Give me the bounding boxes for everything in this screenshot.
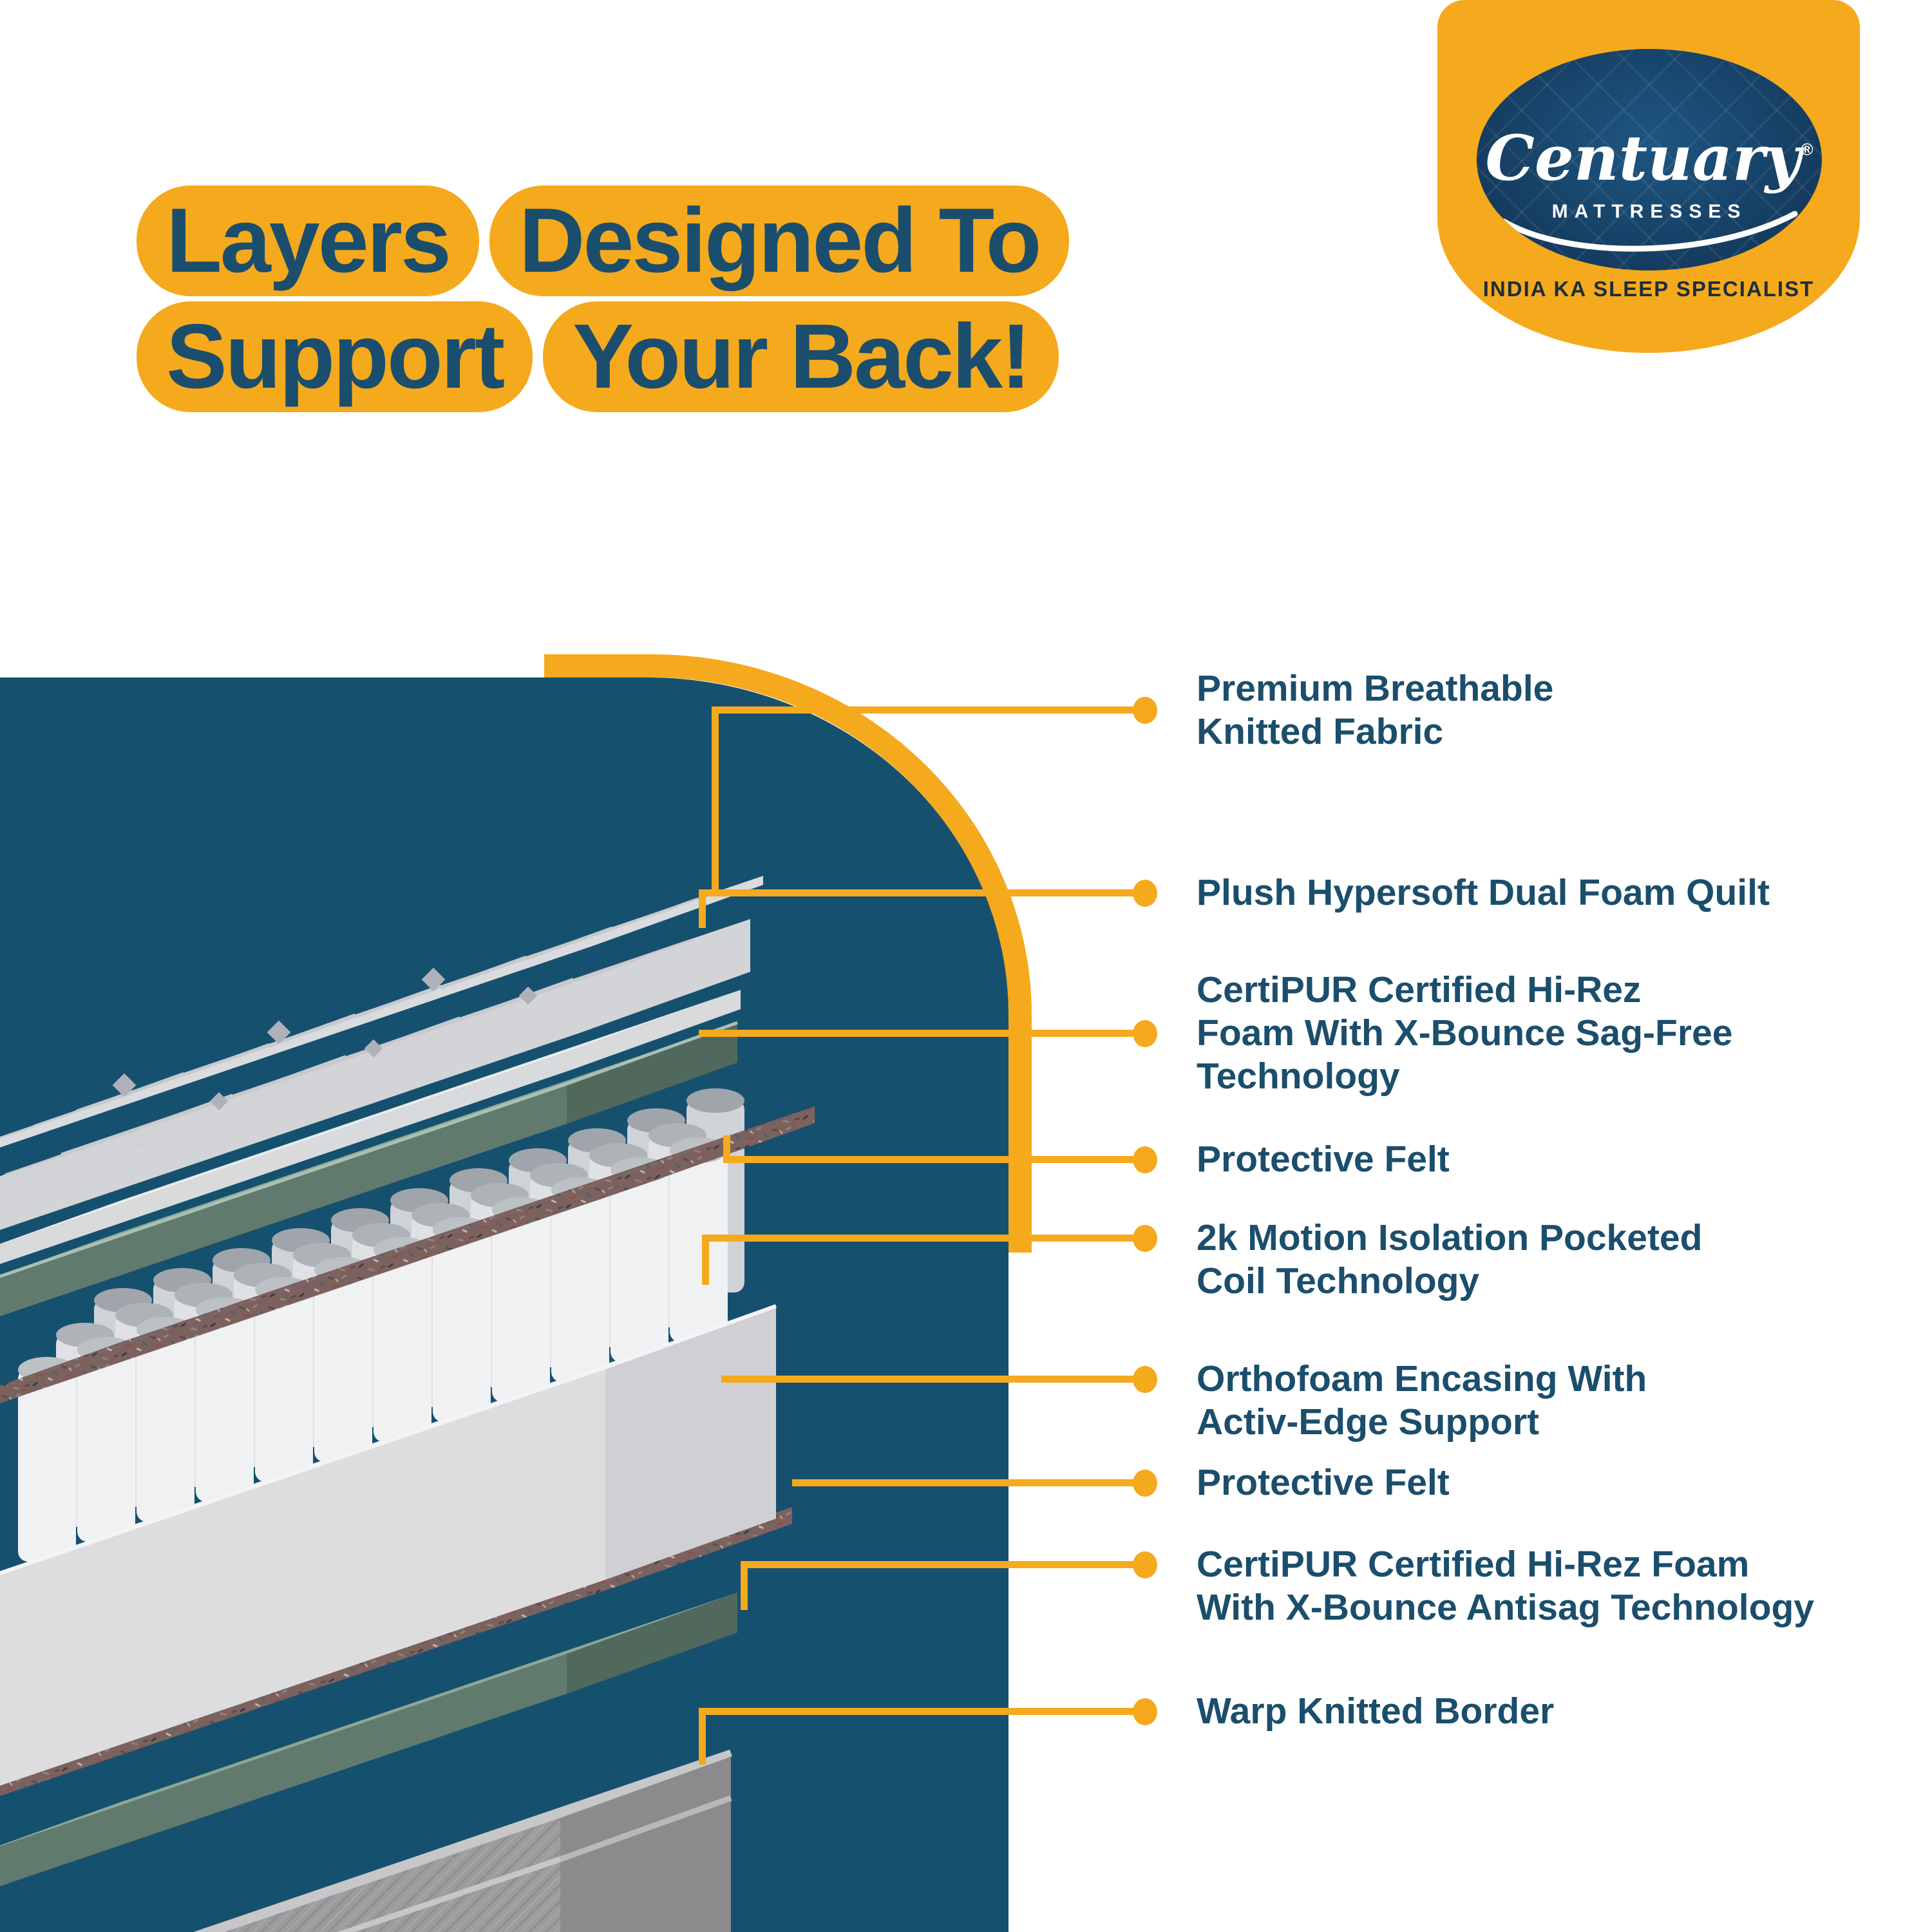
headline-pill: Support: [137, 301, 533, 412]
brand-name: Centuary®: [1485, 122, 1814, 194]
connector-line-5: [702, 1235, 1145, 1242]
headline-row-2: Support Your Back!: [137, 301, 1069, 412]
label-protective-felt-1: Protective Felt: [1197, 1139, 1450, 1180]
felt1-front-face: [0, 1168, 644, 1403]
label-hirez-sagfree: CertiPUR Certified Hi-Rez Foam With X-Bo…: [1197, 969, 1733, 1097]
layer-knitted-fabric: [0, 876, 763, 1148]
green1-edge-highlight: [0, 1021, 738, 1278]
felt1-top-face: [0, 1106, 815, 1387]
sheet-front-face: [0, 1051, 570, 1264]
connector-dot-1: [1133, 697, 1157, 724]
sheet-side-face: [570, 990, 741, 1070]
label-orthofoam: Orthofoam Encasing With Activ-Edge Suppo…: [1197, 1358, 1647, 1443]
connector-elbow-9: [699, 1712, 706, 1765]
connector-line-7: [792, 1479, 1145, 1486]
layer-dual-foam-sheet: [0, 990, 741, 1264]
brand-subtitle: MATTRESSES: [1551, 201, 1747, 222]
headline: Layers Designed To Support Your Back!: [137, 185, 1070, 412]
connector-dot-9: [1133, 1698, 1157, 1725]
connector-dot-7: [1133, 1470, 1157, 1497]
sheet-top-face: [0, 990, 741, 1245]
base-piping: [337, 1856, 562, 1932]
connector-dot-4: [1133, 1146, 1157, 1173]
brand-swoosh-icon: [1501, 211, 1798, 252]
registered-mark-icon: ®: [1801, 140, 1814, 159]
label-hirez-antisag: CertiPUR Certified Hi-Rez Foam With X-Bo…: [1197, 1544, 1814, 1628]
encasing-edge-highlight: [0, 1304, 777, 1575]
base-top-face: [193, 1749, 732, 1932]
headline-row-1: Layers Designed To: [137, 185, 1070, 296]
base-side-face: [560, 1753, 731, 1932]
connector-dot-6: [1133, 1366, 1157, 1393]
connector-line-9: [699, 1708, 1145, 1715]
headline-pill: Designed To: [489, 185, 1070, 296]
mattress-exploded-illustration: [0, 876, 815, 1932]
connector-line-4: [723, 1156, 1145, 1163]
layer-hirez-foam-sagfree: [0, 1021, 738, 1316]
base-piping: [559, 1795, 732, 1862]
label-foam-quilt: Plush Hypersoft Dual Foam Quilt: [1197, 872, 1770, 913]
connector-line-2: [699, 889, 1145, 896]
layer-warp-knitted-border: [193, 1749, 732, 1932]
quilt-pillow-shadows: [0, 1034, 437, 1194]
connector-elbow-2: [699, 893, 706, 928]
green2-front-face: [0, 1654, 567, 1886]
connector-dot-5: [1133, 1225, 1157, 1252]
quilt-side-face: [580, 919, 750, 1033]
brand-quilted-ellipse: Centuary® MATTRESSES: [1477, 49, 1822, 270]
green2-top-face: [0, 1593, 737, 1846]
fabric-motifs: [112, 967, 538, 1111]
brand-badge: Centuary® MATTRESSES INDIA KA SLEEP SPEC…: [1437, 0, 1860, 353]
headline-pill: Your Back!: [543, 301, 1059, 412]
label-knitted-fabric: Premium Breathable Knitted Fabric: [1197, 668, 1554, 752]
connector-elbow-8: [741, 1565, 748, 1610]
encasing-front-face: [0, 1367, 605, 1786]
connector-line-6: [721, 1376, 1145, 1383]
brand-tagline: INDIA KA SLEEP SPECIALIST: [1482, 277, 1815, 301]
connector-elbow-1: [712, 710, 719, 892]
layer-orthofoam-encasing: [0, 1304, 777, 1786]
encasing-side-face: [605, 1306, 776, 1580]
layer-hirez-foam-antisag: [0, 1593, 737, 1886]
connector-dot-8: [1133, 1551, 1157, 1578]
connector-line-1: [712, 706, 1145, 714]
green2-side-face: [567, 1593, 737, 1694]
label-pocketed-coil: 2k Motion Isolation Pocketed Coil Techno…: [1197, 1217, 1703, 1302]
fabric-front-face: [0, 937, 592, 1148]
label-protective-felt-2: Protective Felt: [1197, 1462, 1450, 1503]
label-warp-border: Warp Knitted Border: [1197, 1690, 1555, 1732]
green1-front-face: [0, 1084, 567, 1316]
connector-dot-2: [1133, 880, 1157, 907]
connector-line-3: [699, 1030, 1145, 1037]
green1-side-face: [567, 1023, 737, 1124]
connector-elbow-5: [702, 1238, 709, 1285]
connector-elbow-4: [723, 1135, 730, 1160]
connector-line-8: [741, 1561, 1145, 1568]
headline-pill: Layers: [137, 185, 479, 296]
fabric-lattice: [0, 890, 721, 1139]
connector-dot-3: [1133, 1020, 1157, 1047]
